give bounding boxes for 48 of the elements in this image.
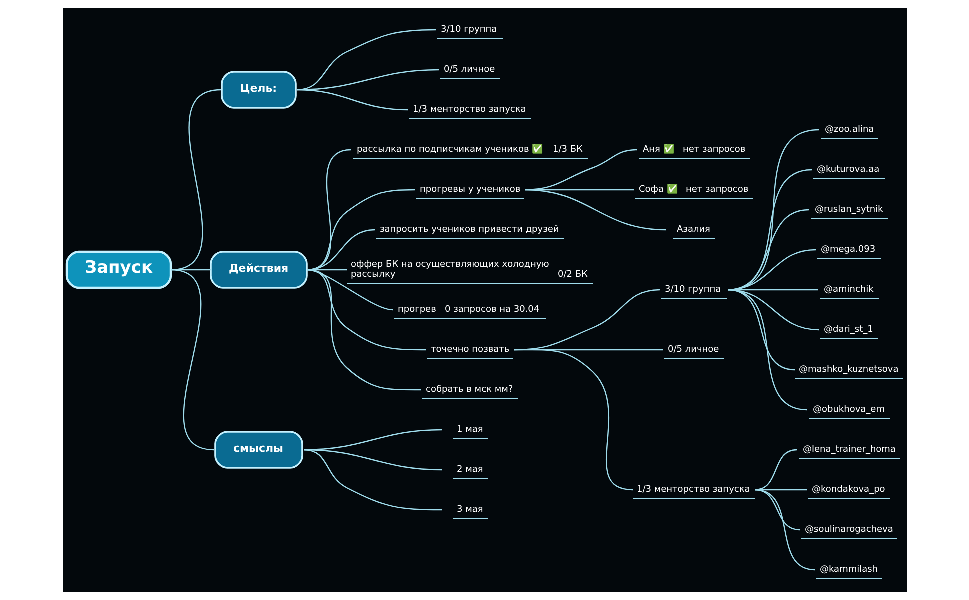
- node-text: 1/3 менторство запуска: [636, 485, 750, 496]
- node-text: 0/5 личное: [668, 345, 719, 356]
- node-box: Цель:: [220, 71, 296, 109]
- node-text: @kuturova.aa: [816, 165, 880, 176]
- node-text: Азалия: [676, 225, 710, 236]
- connector: [296, 89, 408, 111]
- node-text: @obukhova_em: [812, 405, 884, 416]
- connector: [303, 449, 442, 511]
- connector: [754, 489, 815, 571]
- node-text: @aminchik: [824, 285, 874, 296]
- connector: [170, 269, 214, 451]
- connector: [514, 349, 633, 491]
- node-text: 3 мая: [456, 505, 483, 516]
- node-text: Аня ✅ нет запросов: [642, 145, 746, 156]
- node-text: @zoo.alina: [824, 125, 874, 136]
- connector: [306, 269, 393, 311]
- node-text: запросить учеников привести друзей: [380, 225, 559, 236]
- node-text: собрать в мск мм?: [426, 385, 513, 396]
- node-text: оффер БК на осуществляющих холодную рассылку 0/2 БК: [350, 260, 588, 280]
- node-text: точечно позвать: [430, 345, 510, 356]
- node-text: 3/10 группа: [440, 25, 497, 36]
- node-text: 3/10 группа: [664, 285, 721, 296]
- connector: [306, 269, 420, 391]
- node-text: Софа ✅ нет запросов: [638, 185, 748, 196]
- node-text: @kondakova_po: [812, 485, 885, 496]
- node-text: @soulinarogacheva: [804, 525, 893, 536]
- connector: [727, 289, 807, 411]
- node-text: @mega.093: [820, 245, 876, 256]
- node-text: @dari_st_1: [824, 325, 873, 336]
- node-text: @ruslan_sytnik: [814, 205, 883, 216]
- node-text: @mashko_kuznetsova: [798, 365, 898, 376]
- connector: [306, 269, 426, 351]
- connector: [296, 29, 436, 91]
- node-text: рассылка по подписчикам учеников ✅ 1/3 БК: [356, 145, 582, 156]
- connector: [306, 229, 375, 271]
- node-box: смыслы: [214, 431, 303, 469]
- node-text: 2 мая: [456, 465, 483, 476]
- node-text: прогревы у учеников: [420, 185, 520, 196]
- node-text: @kammilash: [820, 565, 878, 576]
- node-text: @lena_trainer_homa: [802, 445, 896, 456]
- node-text: прогрев 0 запросов на 30.04: [398, 305, 540, 316]
- node-text: 1/3 менторство запуска: [412, 105, 526, 116]
- connector: [306, 189, 414, 271]
- connector: [524, 189, 666, 231]
- node-text: 0/5 личное: [444, 65, 495, 76]
- node-box: Действия: [210, 251, 308, 289]
- node-box: Запуск: [65, 250, 172, 290]
- node-text: 1 мая: [456, 425, 483, 436]
